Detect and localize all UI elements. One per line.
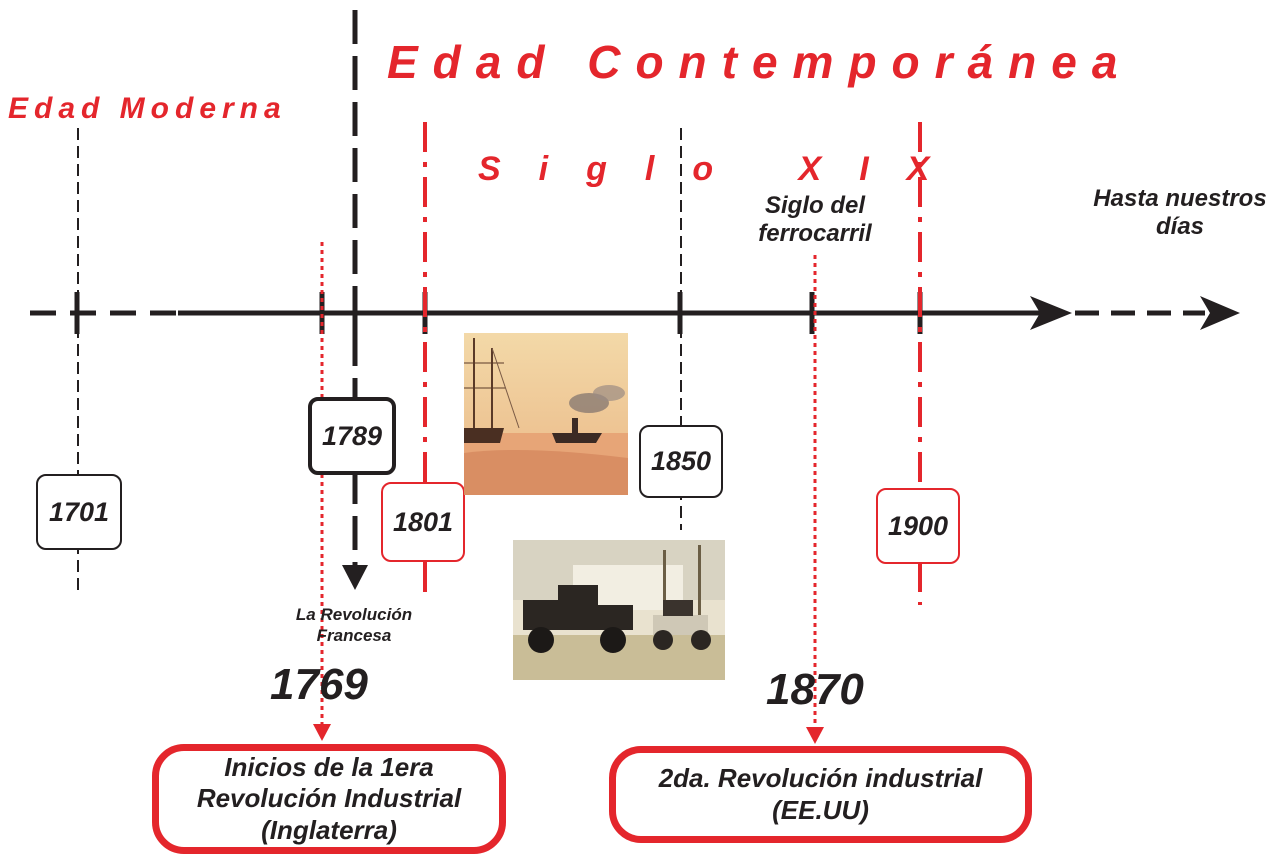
date-box-1789: 1789	[308, 397, 396, 475]
vintage-trucks-photo	[513, 540, 725, 680]
steamship-photo	[464, 333, 628, 495]
event-box-second-revolution: 2da. Revolución industrial (EE.UU)	[609, 746, 1032, 843]
event-box-first-revolution: Inicios de la 1era Revolución Industrial…	[152, 744, 506, 854]
date-box-1900: 1900	[876, 488, 960, 564]
era-divider-arrow	[342, 565, 368, 590]
axis-arrowhead-end	[1200, 296, 1240, 330]
century-label: Siglo XIX	[478, 150, 968, 188]
timeline-axis	[30, 296, 1240, 330]
axis-arrowhead	[1030, 296, 1072, 330]
arrow-1769	[313, 724, 331, 741]
era-contemporary-label: Edad Contemporánea	[387, 36, 1133, 88]
date-box-1701: 1701	[36, 474, 122, 550]
until-today-label: Hasta nuestros días	[1093, 185, 1267, 240]
event-year-1769: 1769	[270, 660, 368, 709]
date-box-1801: 1801	[381, 482, 465, 562]
era-modern-label: Edad Moderna	[8, 92, 287, 125]
french-revolution-label: La Revolución Francesa	[295, 605, 413, 646]
arrow-1870	[806, 727, 824, 744]
event-label-first-revolution: Inicios de la 1era Revolución Industrial…	[196, 752, 462, 845]
event-label-second-revolution: 2da. Revolución industrial (EE.UU)	[658, 763, 983, 825]
date-box-1850: 1850	[639, 425, 723, 498]
railway-century-label: Siglo del ferrocarril	[758, 192, 872, 247]
event-year-1870: 1870	[766, 665, 864, 714]
